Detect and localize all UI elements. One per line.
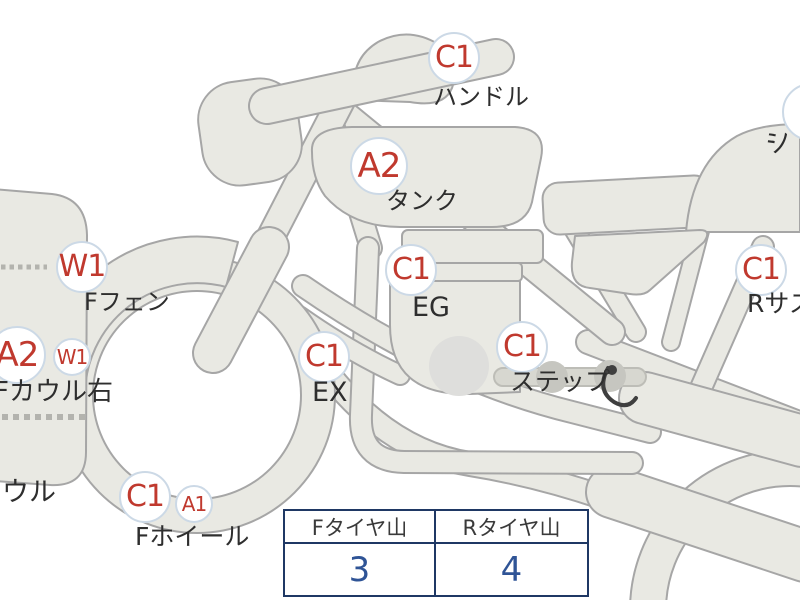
badge-handlebar: C1 (428, 32, 480, 84)
badge-engine: C1 (385, 244, 437, 296)
crankcase-shape (429, 336, 489, 396)
label-front-fender: Fフェン (84, 288, 170, 316)
side-cover-shape (570, 229, 709, 296)
upper-muffler-shape (620, 373, 800, 466)
badge-step: C1 (496, 321, 548, 373)
label-handlebar: ハンドル (433, 83, 529, 111)
brake-pedal-shape (601, 366, 638, 408)
badge-front-cowl-2: W1 (53, 338, 91, 376)
front-tire-value: 3 (285, 544, 436, 595)
label-engine: EG (412, 292, 450, 323)
tire-tread-table: Fタイヤ山 Rタイヤ山 3 4 (283, 509, 589, 597)
label-rear-suspension: Rサス (747, 289, 800, 318)
label-front-wheel: Fホイール (135, 522, 250, 551)
lower-muffler-shape (587, 467, 800, 581)
rear-tire-value: 4 (500, 549, 523, 590)
fork-lower-shape (194, 228, 288, 372)
footpeg-left-shape (536, 361, 568, 393)
label-tank: タンク (386, 187, 458, 215)
label-front-cowl: Fカウル右 (0, 377, 113, 407)
front-tire-header: Fタイヤ山 (285, 511, 436, 544)
rear-tire-header: Rタイヤ山 (436, 511, 587, 544)
badge-tank: A2 (350, 137, 408, 195)
badge-exhaust: C1 (298, 331, 350, 383)
front-wheel-rim (92, 290, 302, 500)
badge-rear-suspension: C1 (735, 244, 787, 296)
badge-front-wheel-1: C1 (119, 471, 171, 523)
label-step: ステップ (510, 367, 611, 396)
badge-front-fender: W1 (56, 241, 108, 293)
fork-upper-shape (250, 78, 359, 265)
badge-front-wheel-2: A1 (175, 485, 213, 523)
label-exhaust: EX (312, 377, 348, 408)
badge-front-cowl-1: A2 (0, 326, 46, 384)
label-cowl-left: ウル (2, 477, 56, 508)
